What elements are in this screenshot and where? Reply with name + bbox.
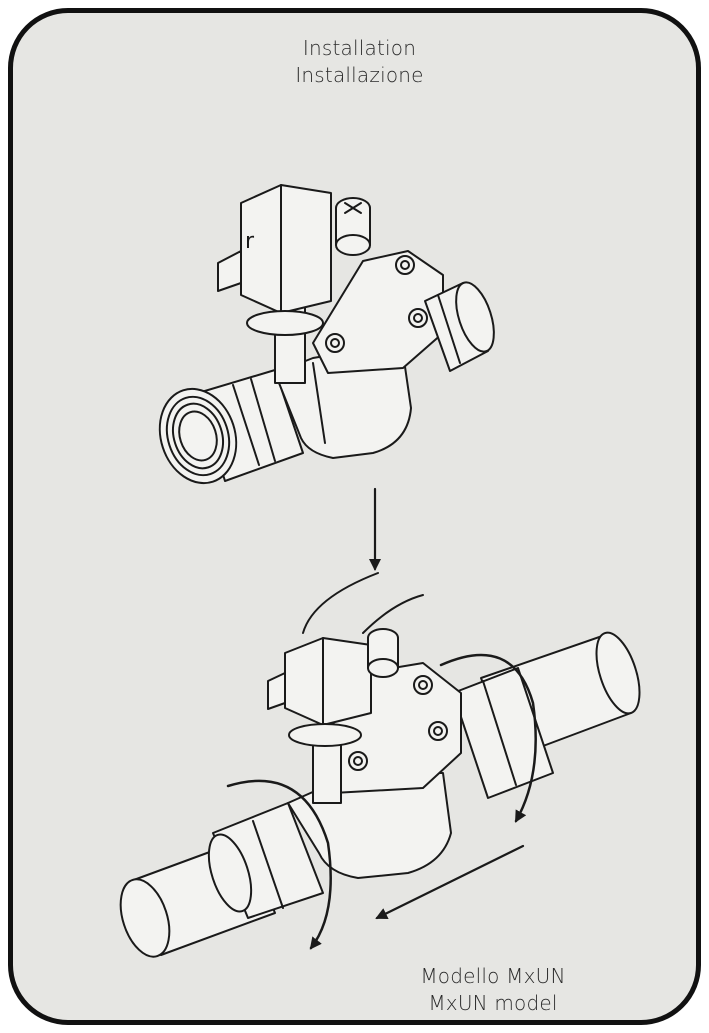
valve-body xyxy=(274,352,412,459)
rain-logo-mark: r xyxy=(245,229,255,254)
rotation-arrow-right xyxy=(439,653,537,823)
solenoid-wires xyxy=(302,572,424,634)
title-caption: Installation Installazione xyxy=(13,35,696,89)
solenoid-installed xyxy=(284,637,372,726)
flow-direction-arrow xyxy=(375,844,525,920)
model-caption: Modello MxUN MxUN model xyxy=(343,963,643,1017)
installation-panel: Installation Installazione xyxy=(8,8,701,1025)
female-inlet-fitting xyxy=(158,369,304,485)
solenoid-valve-top: r xyxy=(158,184,495,485)
male-outlet-fitting xyxy=(424,281,495,372)
solenoid-valve-installed xyxy=(119,572,641,958)
model-italian: Modello MxUN xyxy=(420,964,566,988)
rotation-arrow-left xyxy=(226,779,332,950)
title-english: Installation xyxy=(302,36,417,60)
inlet-pipe xyxy=(119,802,324,958)
solenoid: r xyxy=(217,184,332,336)
outlet-pipe xyxy=(452,631,641,799)
installation-diagram: r xyxy=(119,184,641,958)
title-italian: Installazione xyxy=(295,63,424,87)
flow-control-knob xyxy=(335,197,371,256)
model-english: MxUN model xyxy=(428,991,558,1015)
